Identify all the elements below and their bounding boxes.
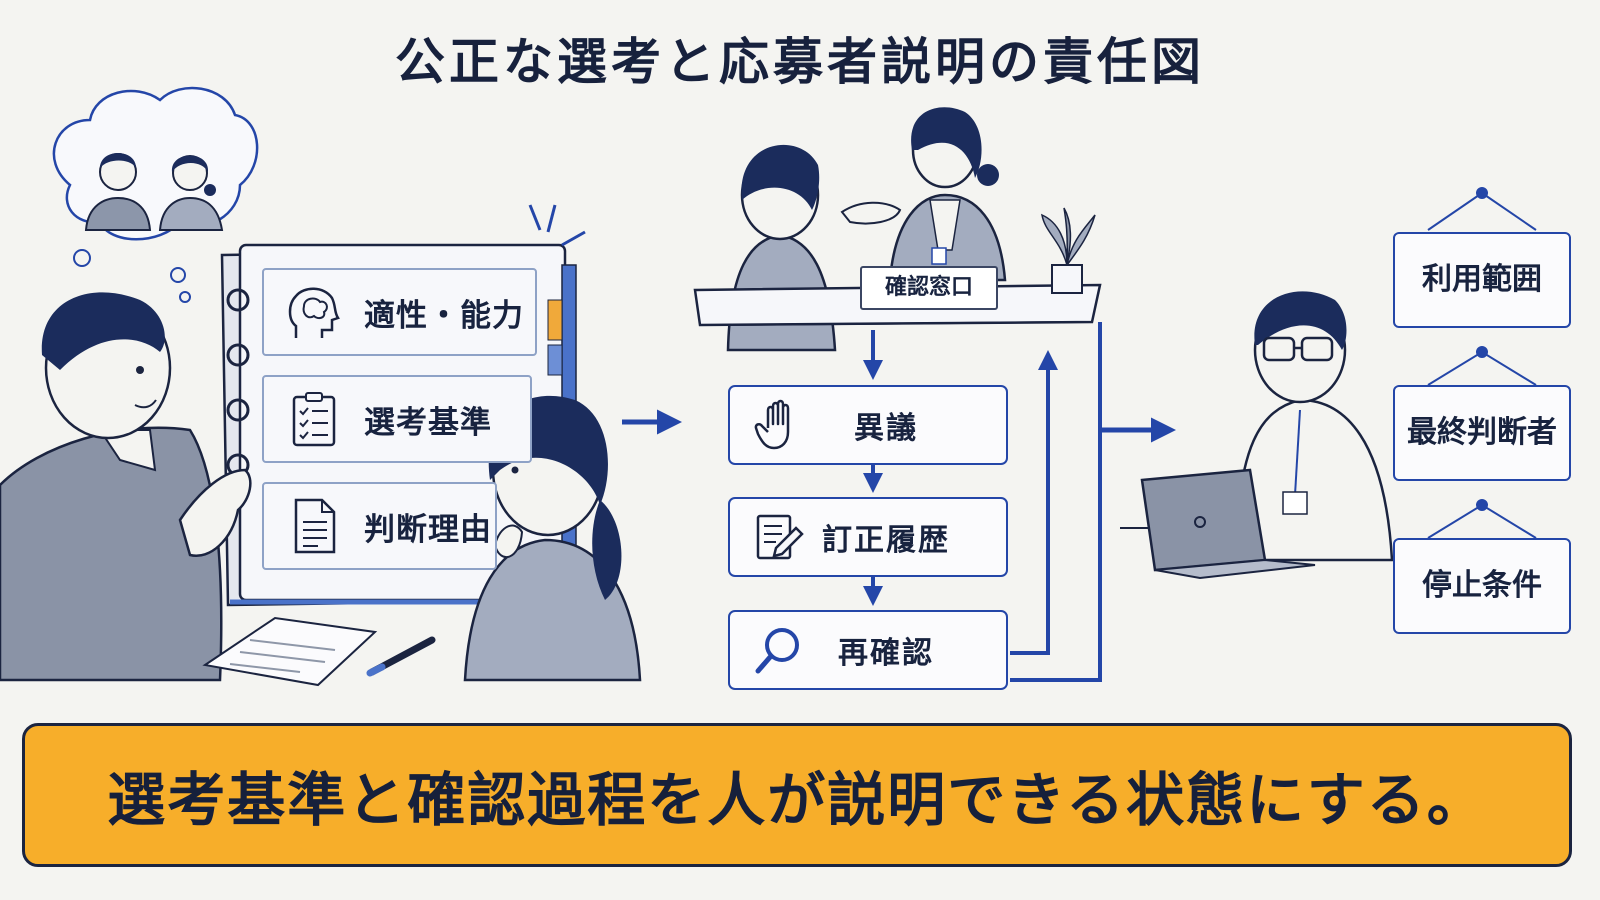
flow-step-recheck: 再確認 <box>728 610 1008 690</box>
flow-step-label: 再確認 <box>838 636 934 671</box>
summary-banner: 選考基準と確認過程を人が説明できる状態にする。 <box>22 723 1572 867</box>
binder-card-label: 適性・能力 <box>364 297 524 334</box>
edit-document-icon <box>756 514 804 560</box>
flow-step-label: 訂正履歴 <box>822 523 950 558</box>
sign-final-decision-maker: 最終判断者 <box>1393 385 1571 481</box>
binder-card-criteria: 選考基準 <box>262 375 532 463</box>
flow-connectors <box>863 322 1176 682</box>
document-icon <box>294 498 336 554</box>
binder-card-aptitude: 適性・能力 <box>262 268 537 356</box>
magnifier-icon <box>755 628 799 674</box>
counter-staff-woman <box>840 107 1007 282</box>
brain-head-icon <box>288 287 340 338</box>
page-title: 公正な選考と応募者説明の責任図 <box>395 33 1205 91</box>
binder-card-label: 選考基準 <box>364 404 492 441</box>
binder-card-label: 判断理由 <box>364 511 492 548</box>
interviewer-man <box>0 292 252 682</box>
flow-step-objection: 異議 <box>728 385 1008 465</box>
binder-card-reason: 判断理由 <box>262 482 497 570</box>
sign-scope-of-use: 利用範囲 <box>1393 232 1571 328</box>
sign-strings <box>1427 187 1537 539</box>
reviewer-man-laptop <box>1120 291 1394 580</box>
thought-bubble-candidates <box>52 86 259 303</box>
flow-step-label: 異議 <box>854 411 918 446</box>
flow-step-correction-history: 訂正履歴 <box>728 497 1008 577</box>
sign-stop-conditions: 停止条件 <box>1393 538 1571 634</box>
clipboard-checklist-icon <box>292 392 336 447</box>
raised-hand-icon <box>754 399 790 450</box>
paper-and-pen <box>202 616 436 687</box>
inquiry-window-sign: 確認窓口 <box>860 266 998 310</box>
summary-banner-text: 選考基準と確認過程を人が説明できる状態にする。 <box>107 766 1487 834</box>
